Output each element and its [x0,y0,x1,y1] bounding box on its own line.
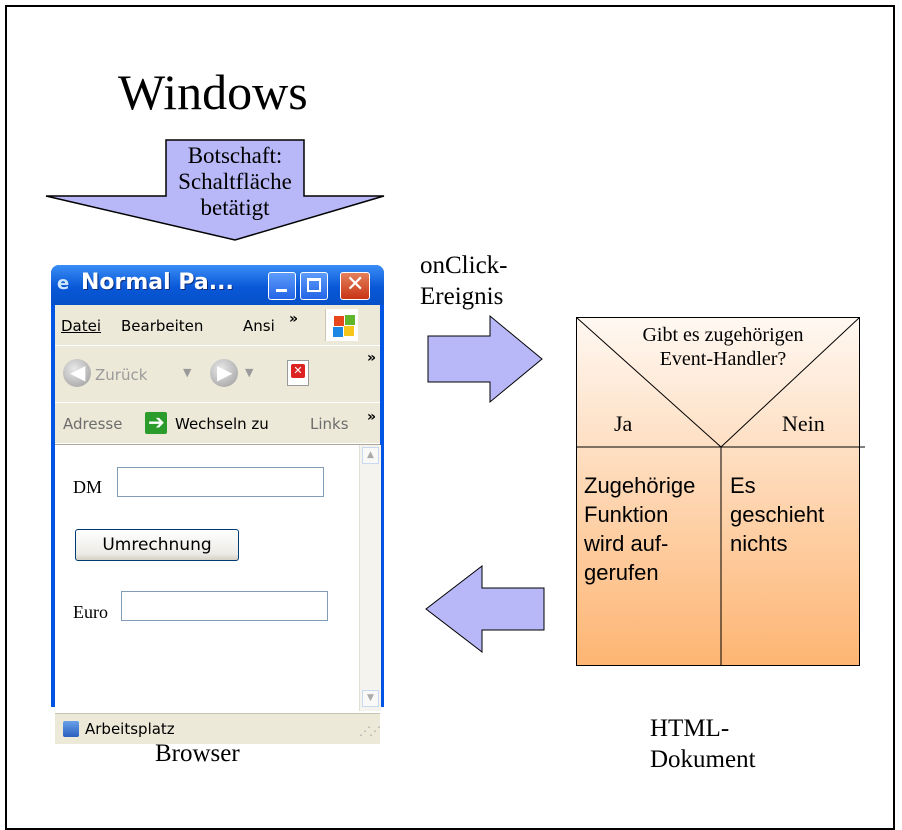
menu-bar: Datei Bearbeiten Ansi » [55,305,380,346]
page-content: ▲ ▼ DM Umrechnung Euro [55,445,381,711]
decision-block [576,317,865,666]
question-line: Event-Handler? [659,348,787,370]
close-icon: ✕ [346,272,365,297]
message-arrow [45,139,385,241]
menu-view-label: Ansi [243,317,275,335]
no-action-line: nichts [730,531,788,556]
close-button[interactable]: ✕ [340,272,370,300]
back-arrow-icon: ◀ [70,360,86,384]
no-action-line: geschieht [730,502,825,527]
status-text: Arbeitsplatz [85,720,175,738]
html-document-caption: HTML- Dokument [650,713,756,775]
maximize-icon [307,278,321,292]
back-dropdown-icon[interactable]: ▼ [183,366,192,379]
scroll-down-icon[interactable]: ▼ [362,690,379,707]
menu-view[interactable]: Ansi [243,317,275,335]
address-label: Adresse [63,415,123,433]
ie-icon: e [57,273,70,294]
computer-icon [63,721,79,737]
no-label: Nein [782,411,825,436]
browser-window: e Normal Pa... ✕ Datei Bearbeiten Ansi »… [51,265,384,744]
question-line: Gibt es zugehörigen [642,324,804,346]
minimize-button[interactable] [268,272,296,300]
go-arrow-icon[interactable]: ➔ [145,410,167,434]
message-line: Schaltfläche [178,169,292,194]
forward-button[interactable]: ▶ [210,359,238,387]
windows-heading: Windows [118,64,308,120]
links-overflow-chevron[interactable]: » [367,409,377,425]
response-arrow [425,564,545,654]
go-button[interactable]: Wechseln zu [175,415,269,433]
browser-caption: Browser [155,740,240,767]
browser-body: Datei Bearbeiten Ansi » ◀ Zurück ▼ ▶ ▼ ✕… [55,305,381,744]
forward-arrow-icon: ▶ [217,360,233,384]
euro-input[interactable] [121,591,328,621]
yes-action-line: gerufen [584,560,659,585]
links-label[interactable]: Links [310,415,349,433]
status-bar: Arbeitsplatz ⋰⋰ [55,713,381,744]
menu-edit[interactable]: Bearbeiten [121,317,203,335]
dm-input[interactable] [117,467,324,497]
windows-logo-icon [325,309,358,341]
menu-file-label: Datei [61,317,102,335]
message-arrow-text: Botschaft: Schaltfläche betätigt [150,143,320,221]
back-button[interactable]: ◀ [63,359,91,387]
stop-icon: ✕ [291,364,305,378]
message-line: Botschaft: [187,143,283,168]
dm-label: DM [73,477,103,497]
back-label[interactable]: Zurück [95,366,148,384]
yes-action-line: wird auf- [584,531,669,556]
vertical-scrollbar[interactable]: ▲ ▼ [359,445,381,711]
window-title: Normal Pa... [81,270,234,295]
event-line: onClick- [420,252,508,279]
minimize-icon [276,289,287,292]
forward-dropdown-icon[interactable]: ▼ [245,366,254,379]
decision-question: Gibt es zugehörigen Event-Handler? [608,323,838,371]
caption-line: Dokument [650,746,756,773]
menu-file[interactable]: Datei [61,317,101,335]
resize-grip-icon[interactable]: ⋰⋰ [359,724,381,738]
convert-button[interactable]: Umrechnung [75,529,239,561]
toolbar-overflow-chevron[interactable]: » [367,350,377,366]
event-label: onClick- Ereignis [420,250,508,312]
caption-line: HTML- [650,715,730,742]
yes-action-line: Zugehörige [584,473,696,498]
address-bar: Adresse ➔ Wechseln zu Links » [55,403,380,444]
stop-button[interactable]: ✕ [287,360,309,386]
scroll-up-icon[interactable]: ▲ [362,447,379,464]
menu-edit-label: Bearbeiten [121,317,204,335]
yes-action-line: Funktion [584,502,669,527]
yes-label: Ja [614,411,633,436]
title-bar[interactable]: e Normal Pa... ✕ [51,265,384,305]
toolbar: ◀ Zurück ▼ ▶ ▼ ✕ » [55,346,380,403]
event-arrow [427,314,543,404]
no-action-line: Es [730,473,756,498]
menu-overflow-chevron[interactable]: » [289,311,299,327]
event-line: Ereignis [420,283,504,310]
euro-label: Euro [73,602,108,622]
maximize-button[interactable] [300,272,328,300]
message-line: betätigt [200,195,270,220]
